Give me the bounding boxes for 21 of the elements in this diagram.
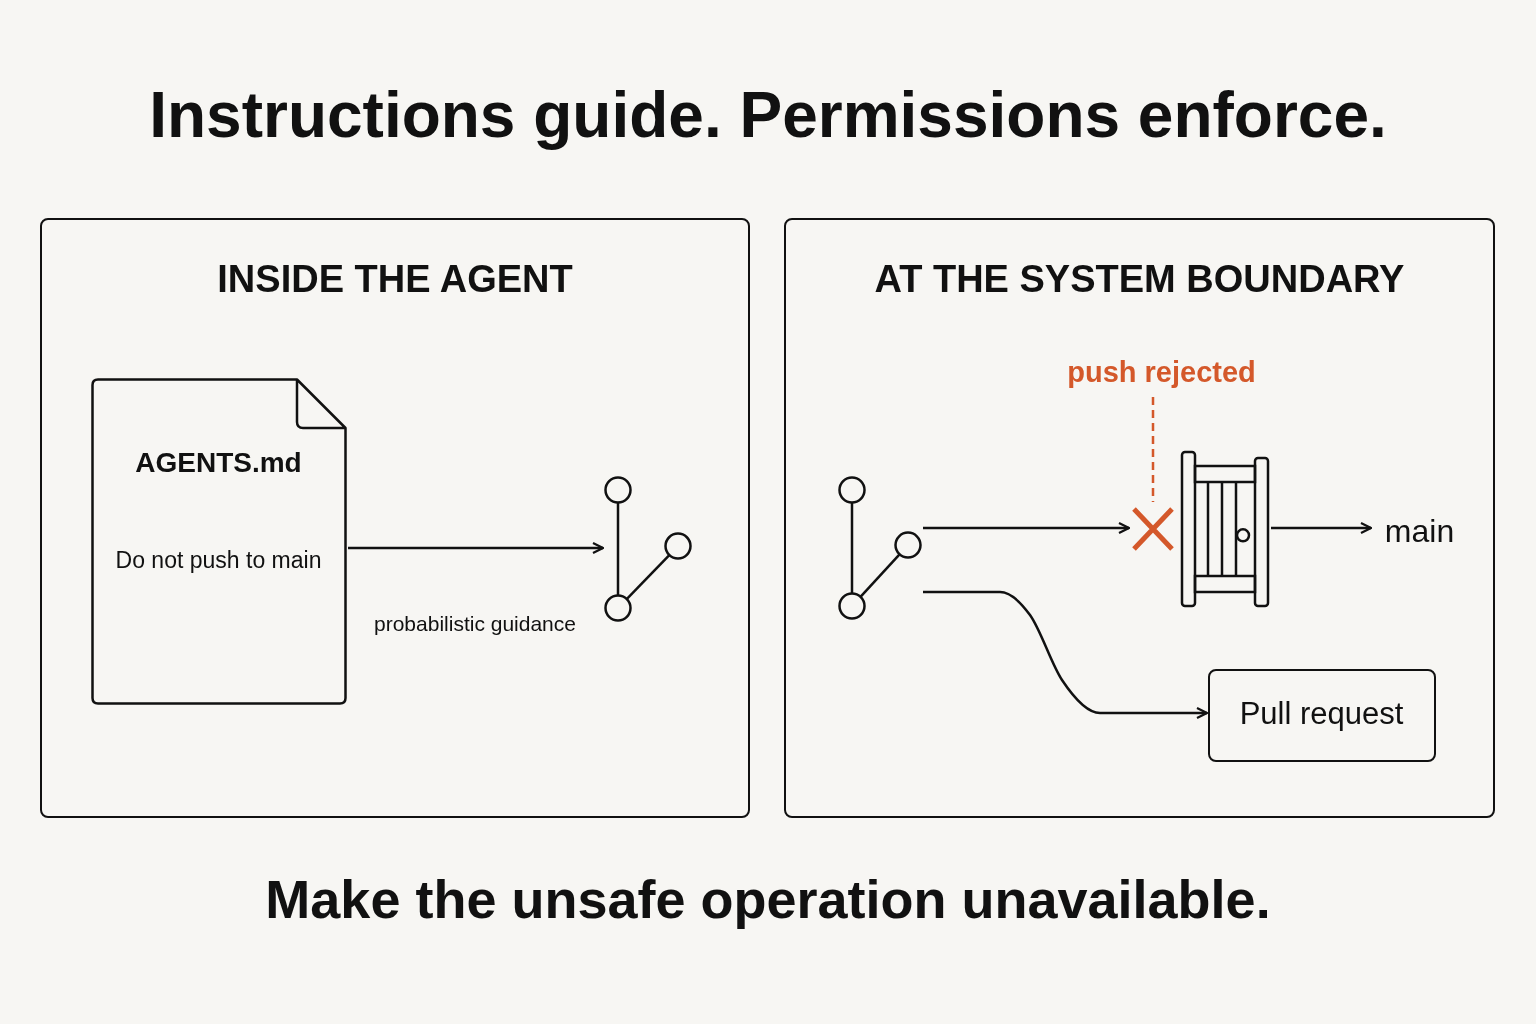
arrow bbox=[923, 521, 1131, 535]
arrow bbox=[348, 541, 605, 555]
panel bbox=[40, 218, 750, 818]
branch-name: main bbox=[1384, 512, 1455, 549]
caption: Make the unsafe operation unavailable. bbox=[264, 868, 1272, 930]
box-label: Pull request bbox=[1239, 696, 1404, 732]
leader-line bbox=[1151, 397, 1155, 502]
process-box bbox=[1207, 668, 1436, 762]
title: Instructions guide. Permissions enforce. bbox=[148, 78, 1388, 152]
rejection-label: push rejected bbox=[1067, 355, 1256, 390]
document bbox=[90, 377, 347, 705]
branch-icon bbox=[603, 475, 692, 622]
panel-heading: AT THE SYSTEM BOUNDARY bbox=[874, 257, 1405, 302]
gate-icon bbox=[1179, 449, 1270, 608]
instruction-text: Do not push to main bbox=[115, 546, 322, 573]
branch-icon bbox=[837, 475, 922, 620]
arrow bbox=[1271, 521, 1373, 535]
panel bbox=[784, 218, 1495, 818]
arrow bbox=[923, 590, 1209, 720]
panel-heading: INSIDE THE AGENT bbox=[217, 257, 573, 302]
file-name: AGENTS.md bbox=[135, 446, 302, 479]
